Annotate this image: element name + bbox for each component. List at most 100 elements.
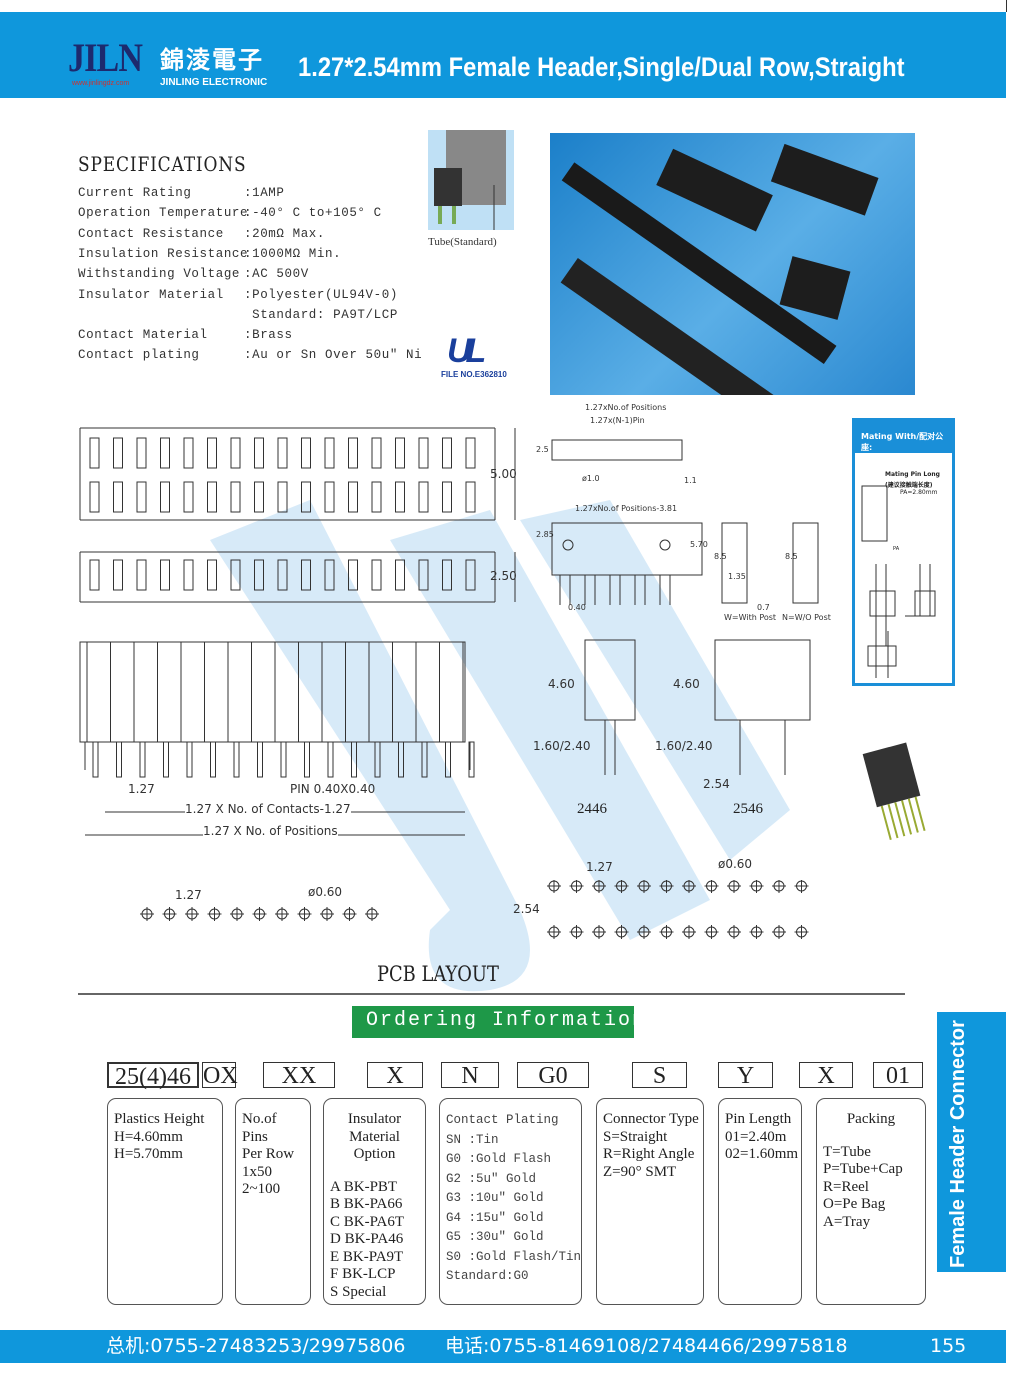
footer-phone-sales: 电话:0755-81469108/27484466/29975818: [445, 1335, 848, 1357]
slot: [395, 437, 405, 469]
dim-positions: 1.27 X No. of Positions: [203, 824, 338, 838]
spec-row: Operation Temperature:-40° C to+105° C: [78, 206, 382, 220]
spec-row: Withstanding Voltage:AC 500V: [78, 267, 309, 281]
pcb-hole: [230, 907, 244, 921]
order-desc-line: A=Tray: [823, 1213, 871, 1230]
divider: [78, 993, 905, 995]
order-desc-line: R=Right Angle: [603, 1146, 695, 1162]
page-number: 155: [930, 1335, 967, 1357]
ul-logo: UL: [447, 332, 486, 370]
ul-file-number: FILE NO.E362810: [441, 370, 507, 379]
with-post-label: W=With Post: [724, 613, 777, 622]
pcb-hole: [342, 907, 357, 921]
pcb-row-spacing: 2.54: [513, 902, 540, 916]
pcb-hole: [207, 907, 222, 921]
dimension-drawing-left: [79, 427, 516, 836]
order-desc-line: G2 :5u" Gold: [446, 1171, 537, 1186]
slot: [254, 481, 264, 513]
pin: [257, 741, 263, 778]
slot: [465, 559, 476, 591]
order-desc-line: A BK-PBT: [330, 1178, 398, 1195]
slot: [301, 437, 311, 469]
order-desc-line: B BK-PA66: [330, 1196, 403, 1212]
order-desc-line: Option: [353, 1146, 396, 1162]
order-desc-line: D BK-PA46: [330, 1231, 404, 1247]
order-desc-line: G3 :10u" Gold: [446, 1191, 544, 1205]
slot: [442, 481, 452, 513]
slot: [418, 437, 429, 469]
brand-english: JINLING ELECTRONIC: [160, 77, 268, 88]
pin: [280, 741, 287, 778]
pcb-hole: [682, 925, 696, 939]
spec-row: Contact plating:Au or Sn Over 50u" Ni: [78, 348, 422, 362]
spec-value: :-40° C to+105° C: [244, 206, 382, 221]
pcb-hole-dual: ø0.60: [718, 857, 753, 871]
dim-5-00: 5.00: [490, 467, 517, 481]
slot: [183, 481, 194, 513]
order-desc-line: C BK-PA6T: [330, 1213, 405, 1230]
slot: [301, 559, 311, 591]
slot: [348, 559, 358, 591]
spec-row: Contact Material:Brass: [78, 328, 293, 342]
order-desc-line: [330, 1164, 419, 1179]
pcb-hole: [794, 880, 809, 893]
spec-value: :1AMP: [244, 186, 285, 200]
spec-row: Insulation Resistance:1000MΩ Min.: [78, 247, 341, 261]
jiln-watermark: [210, 500, 790, 992]
dim-2-50: 2.50: [490, 569, 517, 583]
slot: [207, 481, 217, 513]
tube-caption: Tube(Standard): [428, 236, 497, 248]
slot: [395, 481, 405, 513]
slot: [371, 481, 382, 513]
pcb-hole: [569, 925, 584, 939]
dim-phi-1: ø1.0: [582, 474, 600, 483]
slot: [465, 481, 476, 513]
order-desc-line: S Special: [330, 1283, 387, 1300]
slot: [207, 437, 217, 469]
slot: [277, 437, 288, 469]
pcb-hole: [162, 907, 177, 921]
slot: [348, 481, 358, 513]
slot: [89, 437, 100, 469]
order-code-8: X: [799, 1062, 853, 1089]
spec-value: :Au or Sn Over 50u" Ni: [244, 348, 423, 363]
specs-title: SPECIFICATIONS: [78, 152, 247, 176]
order-desc-line: G5 :30u" Gold: [446, 1230, 544, 1244]
slot: [136, 481, 147, 513]
slot: [160, 437, 170, 469]
pin: [139, 741, 146, 778]
pcb-hole: [659, 880, 674, 893]
dim-top-positions: 1.27xNo.of Positions: [585, 403, 667, 412]
footer: 总机:0755-27483253/29975806 电话:0755-814691…: [0, 1330, 1006, 1363]
pcb-hole: [704, 880, 719, 893]
dim-8-5-w: 8.5: [714, 552, 727, 561]
spec-key: Insulator Material: [78, 287, 224, 302]
mating-pa-value: PA=2.80mm: [900, 489, 938, 496]
pin: [468, 741, 475, 778]
order-desc-line: Standard:G0: [446, 1269, 529, 1283]
spec-row: Insulator Material:Polyester(UL94V-0): [78, 288, 398, 302]
dim-4-60-b: 4.60: [673, 677, 700, 691]
slot: [395, 559, 405, 591]
slot: [348, 437, 358, 469]
order-code-1: OX: [202, 1062, 238, 1089]
slot: [136, 559, 147, 591]
order-desc-line: Packing: [846, 1111, 896, 1127]
slot: [113, 481, 123, 513]
order-desc-line: R=Reel: [823, 1178, 869, 1195]
dim-pinlen-a: 1.60/2.40: [533, 739, 591, 753]
dim-pos-381: 1.27xNo.of Positions-3.81: [575, 504, 678, 513]
pcb-hole: [704, 925, 719, 939]
order-code-7: Y: [718, 1062, 773, 1089]
pcb-hole: [637, 925, 651, 939]
slot: [230, 559, 241, 591]
spec-value: :Brass: [244, 328, 293, 343]
slot: [160, 481, 170, 513]
order-desc-line: F BK-LCP: [330, 1266, 396, 1282]
model-2446: 2446: [577, 801, 607, 817]
